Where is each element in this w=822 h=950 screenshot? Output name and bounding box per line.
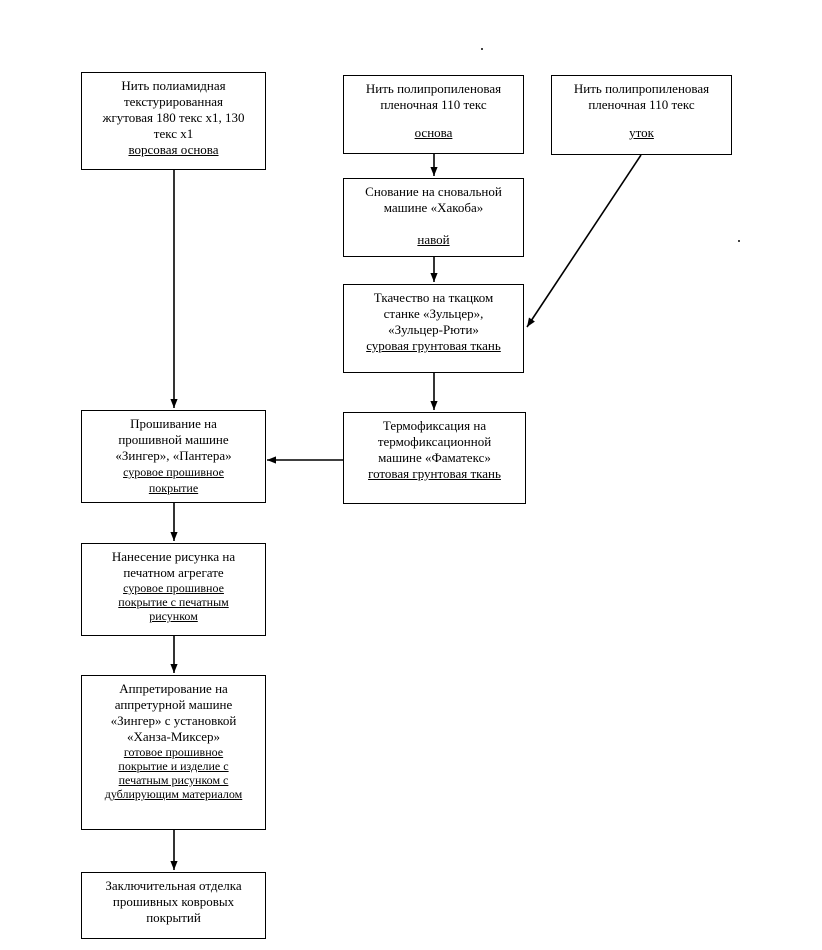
finishing-line-2: аппретурной машине <box>114 697 233 712</box>
box-heatset: Термофиксация на термофиксационной машин… <box>343 412 526 504</box>
box-warping: Снование на сновальной машине «Хакоба» н… <box>343 178 524 257</box>
pp-warp-line-1: Нить полипропиленовая <box>365 81 502 96</box>
printing-output-2: покрытие с печатным <box>118 595 229 609</box>
warping-output: навой <box>417 232 450 247</box>
final-line-3: покрытий <box>146 910 201 925</box>
finishing-output-3: печатным рисунком с <box>118 773 229 787</box>
warping-line-2: машине «Хакоба» <box>383 200 484 215</box>
weaving-line-2: станке «Зульцер», <box>383 306 484 321</box>
finishing-line-4: «Ханза-Миксер» <box>126 729 221 744</box>
heatset-line-3: машине «Фаматекс» <box>378 450 491 465</box>
box-pp-weft: Нить полипропиленовая пленочная 110 текс… <box>551 75 732 155</box>
finishing-output-4: дублирующим материалом <box>104 787 243 801</box>
tufting-line-1: Прошивание на <box>130 416 217 431</box>
printing-line-2: печатном агрегате <box>123 565 224 580</box>
printing-line-1: Нанесение рисунка на <box>111 549 236 564</box>
finishing-output-1: готовое прошивное <box>123 745 224 759</box>
warping-line-1: Снование на сновальной <box>365 184 502 199</box>
box-tufting: Прошивание на прошивной машине «Зингер»,… <box>81 410 266 503</box>
pile-yarn-line-3: жгутовая 180 текс х1, 130 <box>102 110 245 125</box>
box-final-finishing: Заключительная отделка прошивных ковровы… <box>81 872 266 939</box>
final-line-2: прошивных ковровых <box>112 894 235 909</box>
tufting-line-2: прошивной машине <box>118 432 229 447</box>
scan-speck <box>738 240 740 242</box>
pp-weft-line-1: Нить полипропиленовая <box>573 81 710 96</box>
pp-warp-output: основа <box>414 125 453 140</box>
weaving-output: суровая грунтовая ткань <box>366 338 501 353</box>
finishing-output-2: покрытие и изделие с <box>118 759 229 773</box>
box-finishing-coat: Аппретирование на аппретурной машине «Зи… <box>81 675 266 830</box>
box-printing: Нанесение рисунка на печатном агрегате с… <box>81 543 266 636</box>
arrow-weft-to-weaving <box>526 154 642 328</box>
heatset-line-2: термофиксационной <box>377 434 492 449</box>
pp-warp-line-2: пленочная 110 текс <box>380 97 487 112</box>
pile-yarn-line-1: Нить полиамидная <box>121 78 226 93</box>
pp-weft-output: уток <box>629 125 654 140</box>
tufting-output-2: покрытие <box>148 481 199 495</box>
pile-yarn-line-2: текстурированная <box>123 94 224 109</box>
final-line-1: Заключительная отделка <box>105 878 242 893</box>
pile-yarn-line-4: текс х1 <box>153 126 194 141</box>
box-pile-yarn: Нить полиамидная текстурированная жгутов… <box>81 72 266 170</box>
box-weaving: Ткачество на ткацком станке «Зульцер», «… <box>343 284 524 373</box>
finishing-line-1: Аппретирование на <box>119 681 228 696</box>
pp-weft-line-2: пленочная 110 текс <box>588 97 695 112</box>
pile-yarn-output: ворсовая основа <box>128 142 219 157</box>
heatset-output: готовая грунтовая ткань <box>368 466 501 481</box>
scan-speck <box>481 48 483 50</box>
printing-output-1: суровое прошивное <box>123 581 224 595</box>
weaving-line-3: «Зульцер-Рюти» <box>388 322 479 337</box>
printing-output-3: рисунком <box>149 609 198 623</box>
tufting-line-3: «Зингер», «Пантера» <box>115 448 232 463</box>
tufting-output-1: суровое прошивное <box>123 465 224 479</box>
weaving-line-1: Ткачество на ткацком <box>373 290 494 305</box>
box-pp-warp: Нить полипропиленовая пленочная 110 текс… <box>343 75 524 154</box>
finishing-line-3: «Зингер» с установкой <box>110 713 237 728</box>
heatset-line-1: Термофиксация на <box>382 418 487 433</box>
